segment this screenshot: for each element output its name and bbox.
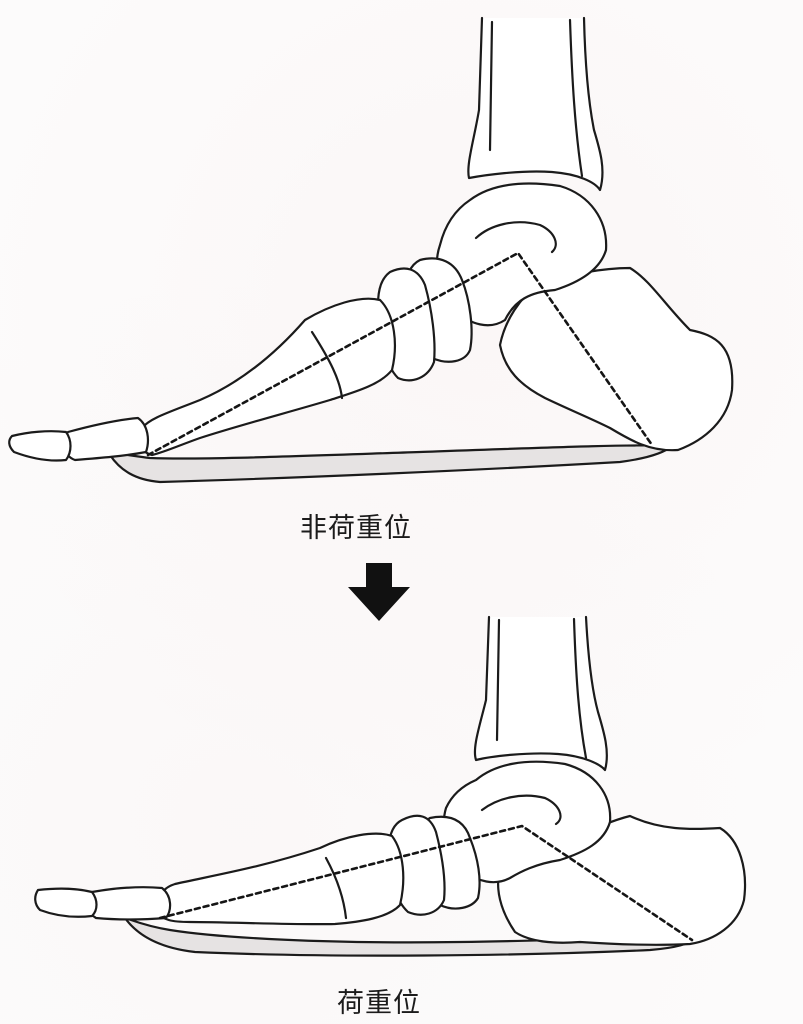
plantar-sole-top (108, 444, 674, 484)
distal-phalanx-bottom (34, 887, 98, 918)
distal-phalanx-top (8, 430, 72, 462)
proximal-phalanx-top (62, 416, 149, 462)
fibula-line-bottom (495, 617, 588, 760)
metatarsal-inner-line-top (310, 330, 344, 400)
arch-dotted-line-top (146, 251, 654, 457)
tibia-bone-bottom (473, 615, 608, 772)
tibia-bone-top (467, 16, 604, 192)
talus-detail-top (474, 221, 557, 254)
metatarsal-bone-bottom (156, 832, 405, 926)
calcaneus-bone-top (498, 266, 734, 452)
non-weight-bearing-caption: 非荷重位 (300, 513, 412, 544)
foot-weight-bearing (34, 615, 747, 957)
proximal-phalanx-bottom (86, 886, 172, 921)
foot-non-weight-bearing (8, 16, 734, 484)
talus-detail-bottom (480, 794, 562, 826)
weight-bearing-caption: 荷重位 (337, 988, 421, 1019)
arch-dotted-line-bottom (158, 824, 694, 942)
fibula-line-top (488, 18, 584, 178)
metatarsal-inner-line-bottom (324, 856, 348, 920)
arrow-down-icon (348, 563, 410, 621)
metatarsal-bone-top (138, 297, 396, 457)
